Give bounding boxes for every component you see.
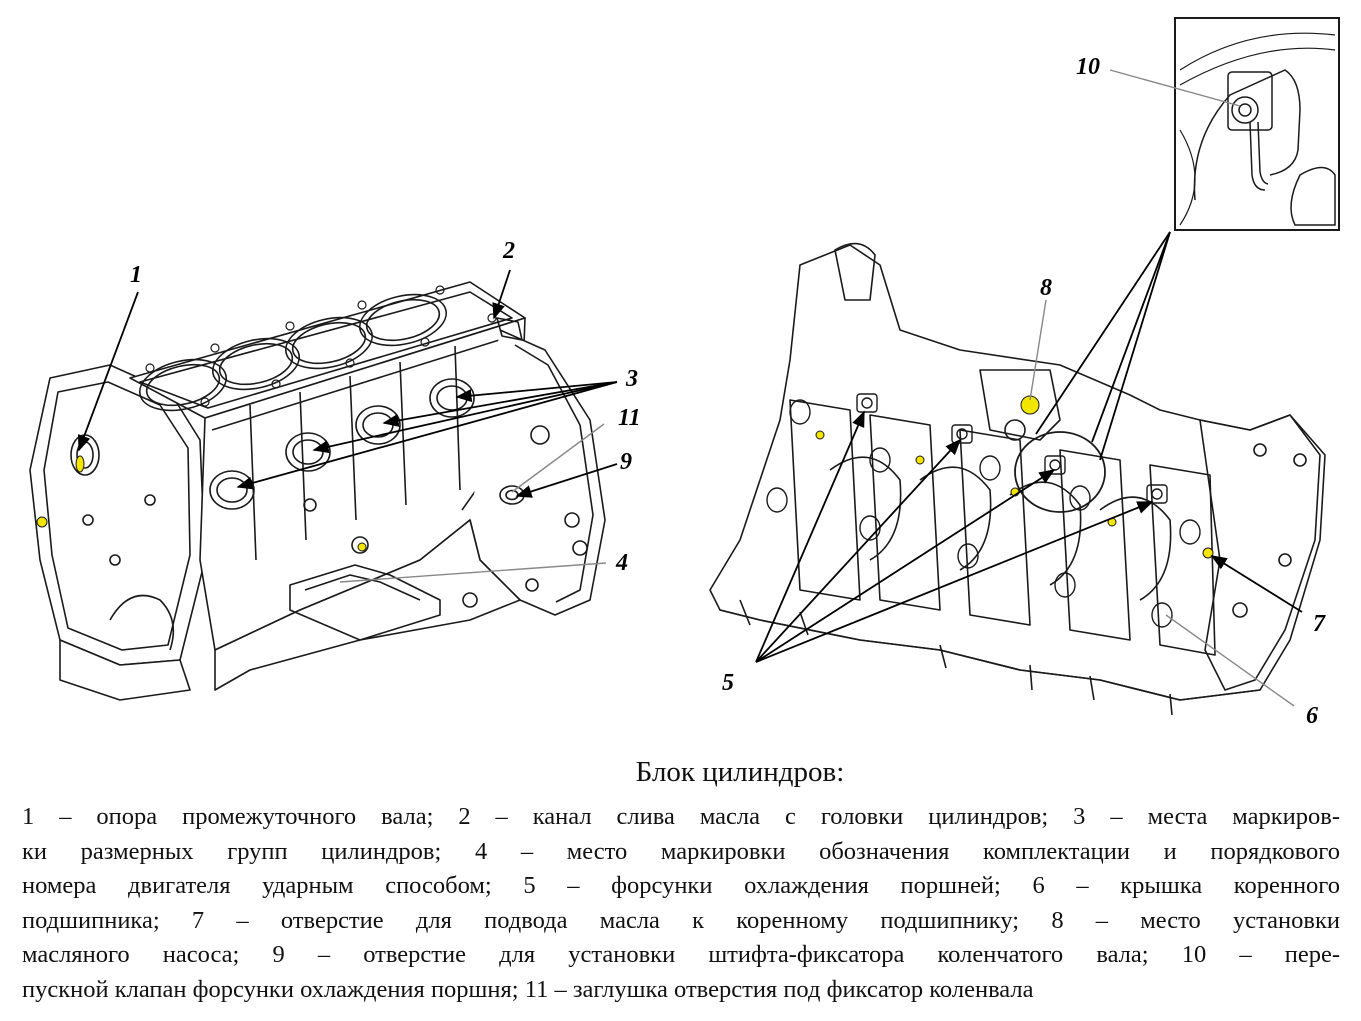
left-block-view (29, 281, 606, 701)
legend-line: 1 – опора промежуточного вала; 2 – канал… (22, 803, 1340, 830)
callout-4: 4 (616, 550, 628, 576)
callout-7: 7 (1313, 611, 1325, 637)
legend-line: номера двигателя ударным способом; 5 – ф… (22, 872, 1340, 900)
callout-5: 5 (722, 670, 734, 696)
right-block-view (709, 242, 1326, 716)
valve-circle (1014, 431, 1106, 513)
engine-block-drawings (29, 17, 1340, 716)
right-view-markers (815, 395, 1214, 559)
legend-line: подшипника; 7 – отверстие для подвода ма… (22, 906, 1340, 934)
legend-line: масляного насоса; 9 – отверстие для уста… (22, 941, 1340, 969)
callout-2: 2 (503, 238, 515, 264)
left-view-markers (36, 455, 367, 552)
callout-8: 8 (1040, 275, 1052, 301)
leader-lines-gray (339, 69, 1295, 707)
inset-detail (1174, 17, 1340, 231)
callout-11: 11 (618, 405, 641, 431)
callout-3: 3 (626, 366, 638, 392)
caption-title: Блок цилиндров: (635, 756, 845, 788)
callout-10: 10 (1076, 54, 1100, 80)
callout-6: 6 (1306, 703, 1318, 729)
callout-1: 1 (130, 262, 142, 288)
legend-line: ки размерных групп цилиндров; 4 – место … (22, 837, 1340, 865)
callout-9: 9 (620, 449, 632, 475)
legend-line: пускной клапан форсунки охлаждения поршн… (22, 975, 1034, 1003)
leader-lines (78, 231, 1303, 663)
caption-legend: 1 – опора промежуточного вала; 2 – канал… (22, 800, 1340, 1008)
